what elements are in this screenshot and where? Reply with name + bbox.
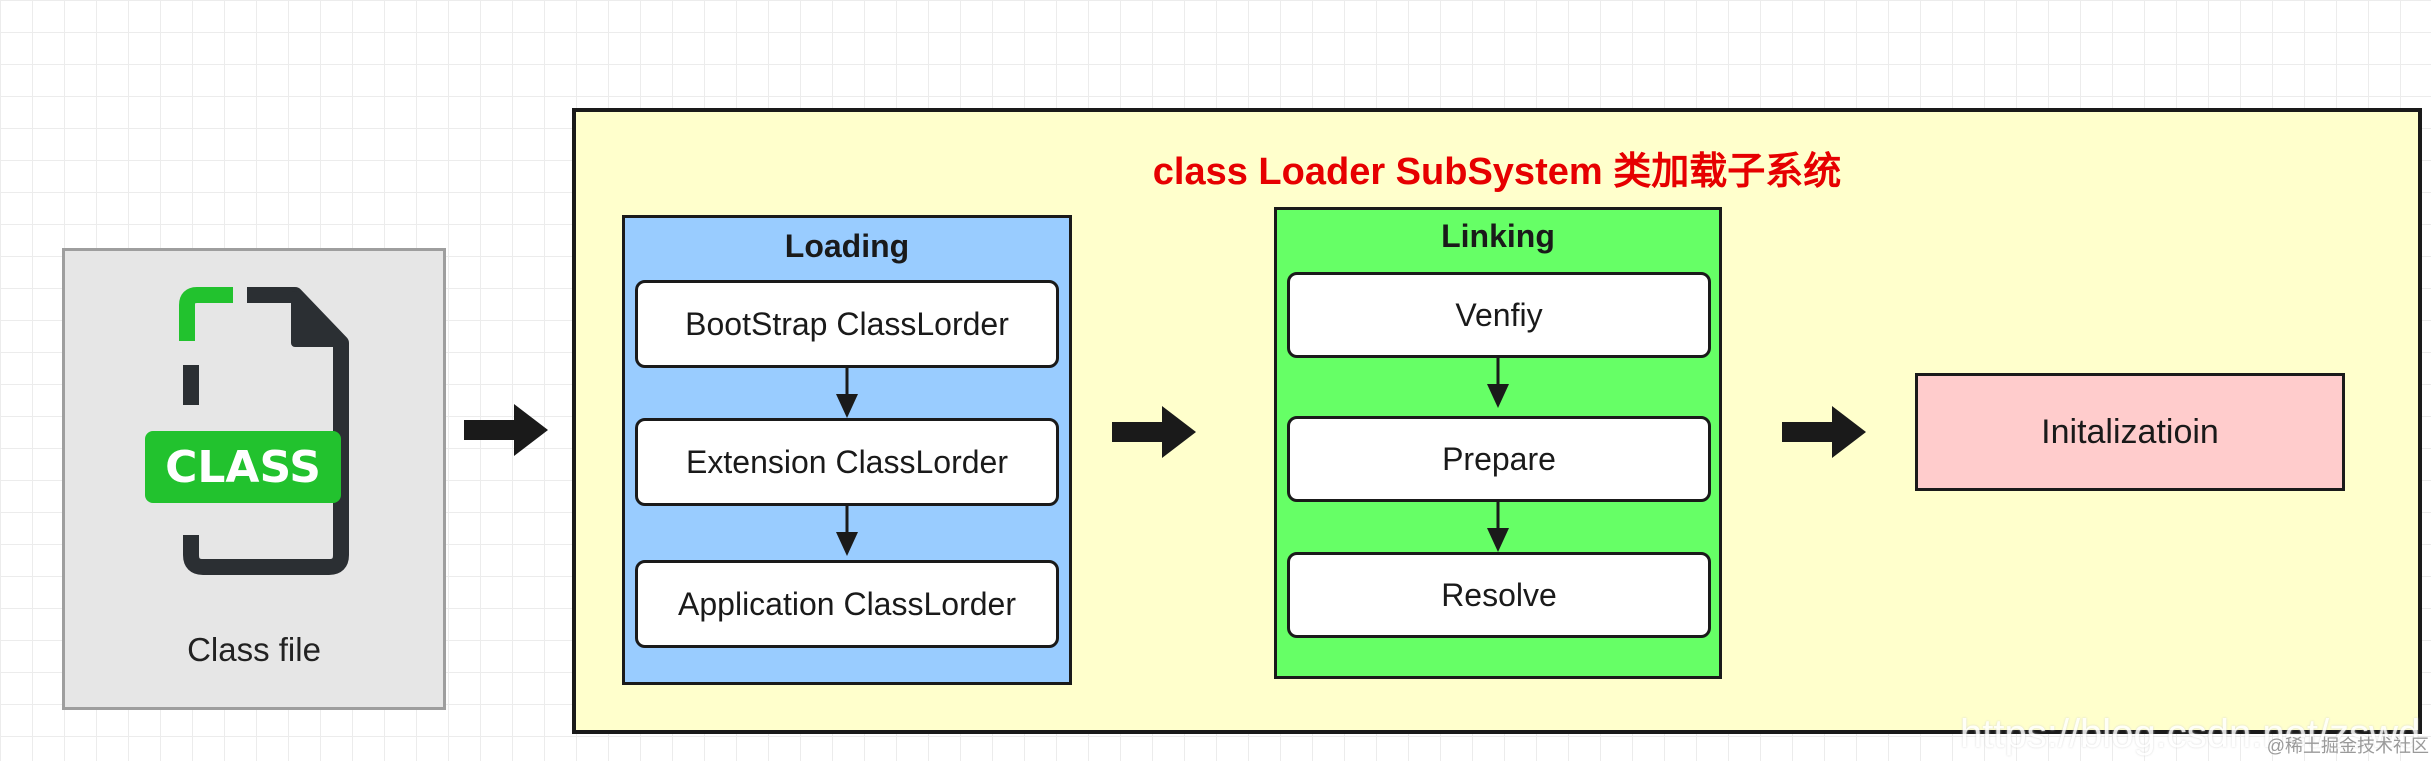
down-arrow-icon [836,506,858,556]
down-arrow-icon [836,368,858,418]
prepare-step: Prepare [1287,416,1711,502]
flow-arrow-icon [1782,406,1866,458]
resolve-step: Resolve [1287,552,1711,638]
class-badge-text: CLASS [165,442,321,493]
application-classloader-step: Application ClassLorder [635,560,1059,648]
verify-step: Venfiy [1287,272,1711,358]
class-file-label: Class file [187,631,321,668]
subsystem-title: class Loader SubSystem 类加载子系统 [1152,151,1842,193]
linking-group: Linking Venfiy Prepare Resolve [1274,207,1722,679]
extension-classloader-step: Extension ClassLorder [635,418,1059,506]
down-arrow-icon [1487,358,1509,408]
class-file-icon: CLASS [145,287,349,575]
loading-group: Loading BootStrap ClassLorder Extension … [622,215,1072,685]
class-file-node: CLASS Class file [62,248,446,710]
bootstrap-classloader-step: BootStrap ClassLorder [635,280,1059,368]
url-watermark: https://blog.csdn.net/zswd [1960,712,2421,756]
flow-arrow-icon [464,404,548,456]
down-arrow-icon [1487,502,1509,552]
flow-arrow-icon [1112,406,1196,458]
juejin-watermark: @稀土掘金技术社区 [2266,736,2429,756]
initialization-step: Initalizatioin [1915,373,2345,491]
loading-title: Loading [784,228,910,264]
linking-title: Linking [1441,218,1555,254]
